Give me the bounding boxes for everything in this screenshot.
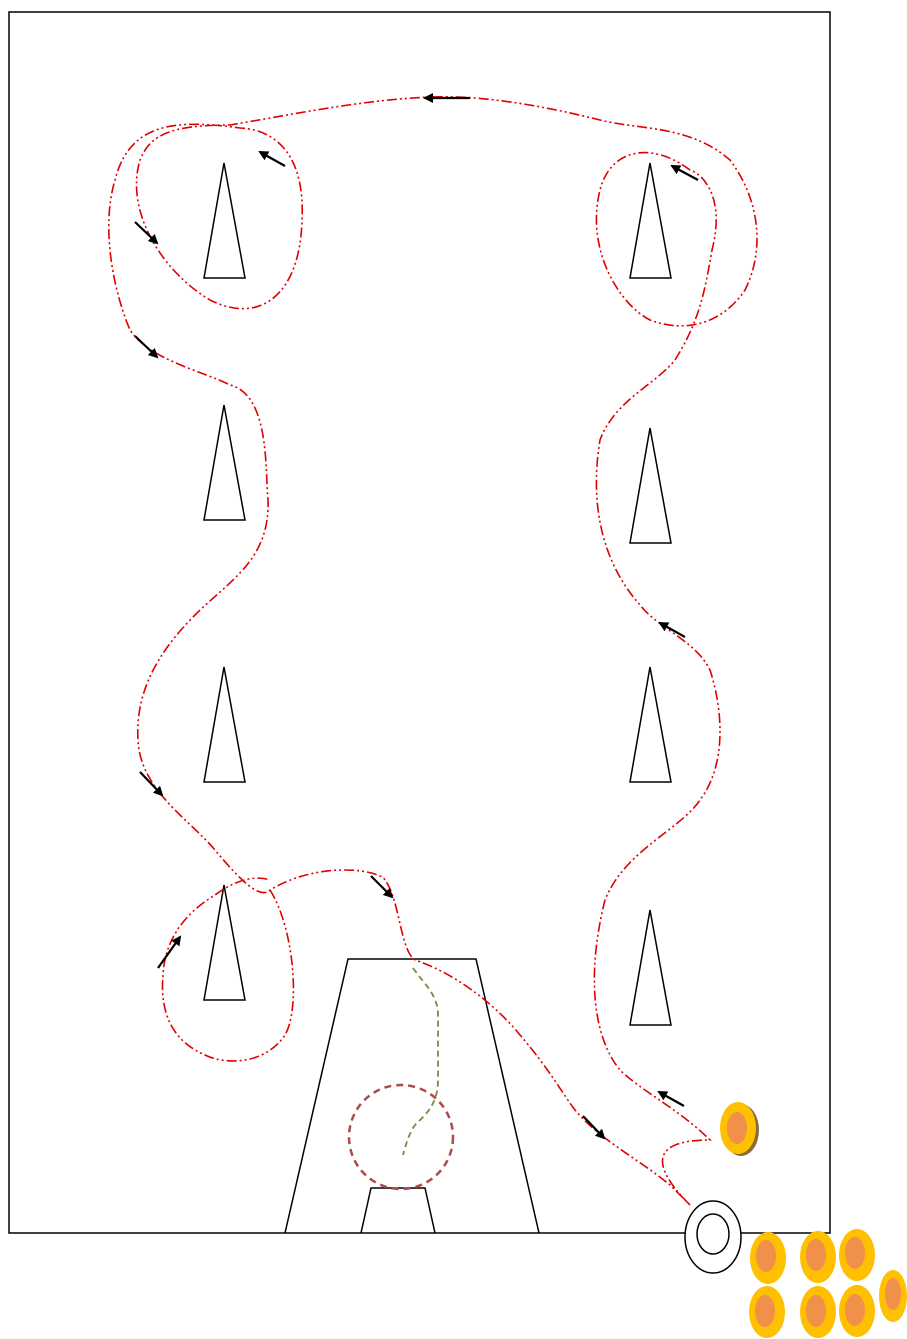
- shot-path: [403, 968, 438, 1155]
- ball-icon: [749, 1286, 785, 1338]
- cone-icon: [204, 405, 245, 520]
- ball-icon: [800, 1231, 836, 1283]
- arrow-icon: [135, 222, 157, 243]
- cone-icon: [204, 163, 245, 278]
- cone-group-left: [204, 163, 245, 1000]
- cone-group-right: [630, 163, 671, 1025]
- arrow-icon: [260, 152, 285, 166]
- cone-icon: [204, 667, 245, 782]
- ball-icon: [720, 1102, 759, 1156]
- ball-icon: [800, 1286, 836, 1338]
- ball-icon: [750, 1232, 786, 1284]
- ball-icon: [839, 1285, 875, 1337]
- cone-icon: [630, 910, 671, 1025]
- ball-icon: [879, 1270, 907, 1322]
- penalty-area: [285, 959, 539, 1233]
- cone-icon: [630, 667, 671, 782]
- cone-icon: [204, 885, 245, 1000]
- arrow-icon: [659, 1092, 684, 1106]
- cone-icon: [630, 163, 671, 278]
- arrow-icon: [660, 623, 685, 637]
- arrow-icon: [583, 1116, 604, 1138]
- arrow-icon: [158, 937, 180, 968]
- arrow-icon: [672, 166, 698, 180]
- ball-icon: [839, 1229, 875, 1281]
- cone-icon: [630, 428, 671, 543]
- start-marker: [685, 1201, 741, 1273]
- pitch-boundary: [9, 12, 830, 1233]
- target-circle: [349, 1085, 453, 1189]
- arrow-icon: [140, 772, 162, 795]
- arrow-icon: [135, 336, 157, 357]
- ball-group: [720, 1102, 907, 1338]
- goal-box: [361, 1188, 435, 1233]
